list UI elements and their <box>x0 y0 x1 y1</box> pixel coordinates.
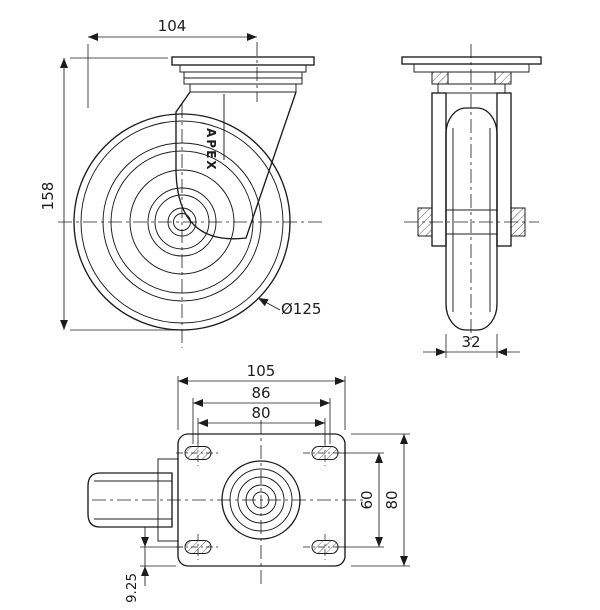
dim-80h-label: 80 <box>251 404 270 422</box>
front-race-hatch-right <box>494 71 512 85</box>
hub-outer-circle <box>147 187 217 257</box>
dim-158-label: 158 <box>39 182 57 211</box>
dim-125-label: Ø125 <box>281 300 321 318</box>
front-view: 32 <box>401 44 542 358</box>
dimension-158: 158 <box>39 57 178 331</box>
dim-60-label: 60 <box>358 490 376 509</box>
dimension-80-horizontal: 80 <box>197 404 326 444</box>
front-wheel <box>445 107 498 331</box>
side-swivel-bearing <box>183 71 303 93</box>
plan-plate <box>177 433 346 567</box>
front-fork-legs <box>431 92 512 247</box>
dim-925-label: 9.25 <box>124 573 140 603</box>
side-view: APEX 104 158 Ø125 <box>39 17 322 348</box>
front-plate-boss <box>413 63 530 73</box>
side-top-plate <box>171 56 315 73</box>
hub-inner-circle <box>154 194 210 250</box>
front-swivel-bearing <box>431 71 512 94</box>
plan-wheel <box>87 458 179 542</box>
dimension-60: 60 <box>337 452 384 548</box>
plan-wheel-outline <box>87 472 173 528</box>
dim-104-label: 104 <box>158 17 187 35</box>
mounting-slot-bottom-left <box>176 534 220 560</box>
wheel-diameter-callout: Ø125 <box>257 297 321 318</box>
front-wheel-outline <box>445 107 498 331</box>
plan-center-boss <box>221 460 301 540</box>
dimension-32: 32 <box>423 333 520 358</box>
fork-leg-right <box>496 92 512 247</box>
dimension-86: 86 <box>192 384 331 444</box>
brand-text: APEX <box>204 128 218 172</box>
mounting-slot-bottom-right <box>303 534 347 560</box>
dim-32-label: 32 <box>461 333 480 351</box>
dim-86-label: 86 <box>251 384 270 402</box>
mounting-slot-top-left <box>176 440 220 466</box>
front-top-plate <box>401 56 542 73</box>
dim-125-leader <box>257 297 281 311</box>
plan-view: 105 86 80 60 80 <box>87 362 410 603</box>
plate-body <box>171 56 315 66</box>
side-fork <box>175 91 297 240</box>
fork-leg-left <box>431 92 447 247</box>
dim-80v-label: 80 <box>383 490 401 509</box>
rim-outer-circle <box>102 142 262 302</box>
front-plate-body <box>401 56 542 65</box>
front-race-lower <box>437 83 506 94</box>
dim-105-label: 105 <box>247 362 276 380</box>
dimension-9-25: 9.25 <box>124 527 183 603</box>
fork-outline <box>175 91 297 240</box>
rim-inner-circle <box>110 150 254 294</box>
front-axle <box>417 207 526 237</box>
axle-nut-left <box>417 207 433 237</box>
mounting-slots <box>176 440 347 560</box>
front-race-hatch-left <box>431 71 449 85</box>
plate-boss <box>179 64 307 73</box>
dimension-105: 105 <box>177 362 346 430</box>
tire-inner-circle <box>80 120 284 324</box>
bearing-race-lower <box>189 83 297 93</box>
rim-groove-circle <box>129 169 235 275</box>
axle-nut-right <box>510 207 526 237</box>
dimension-104: 104 <box>87 17 257 108</box>
tire-outer-circle <box>73 113 291 331</box>
dimension-80-vertical: 80 <box>351 433 410 567</box>
